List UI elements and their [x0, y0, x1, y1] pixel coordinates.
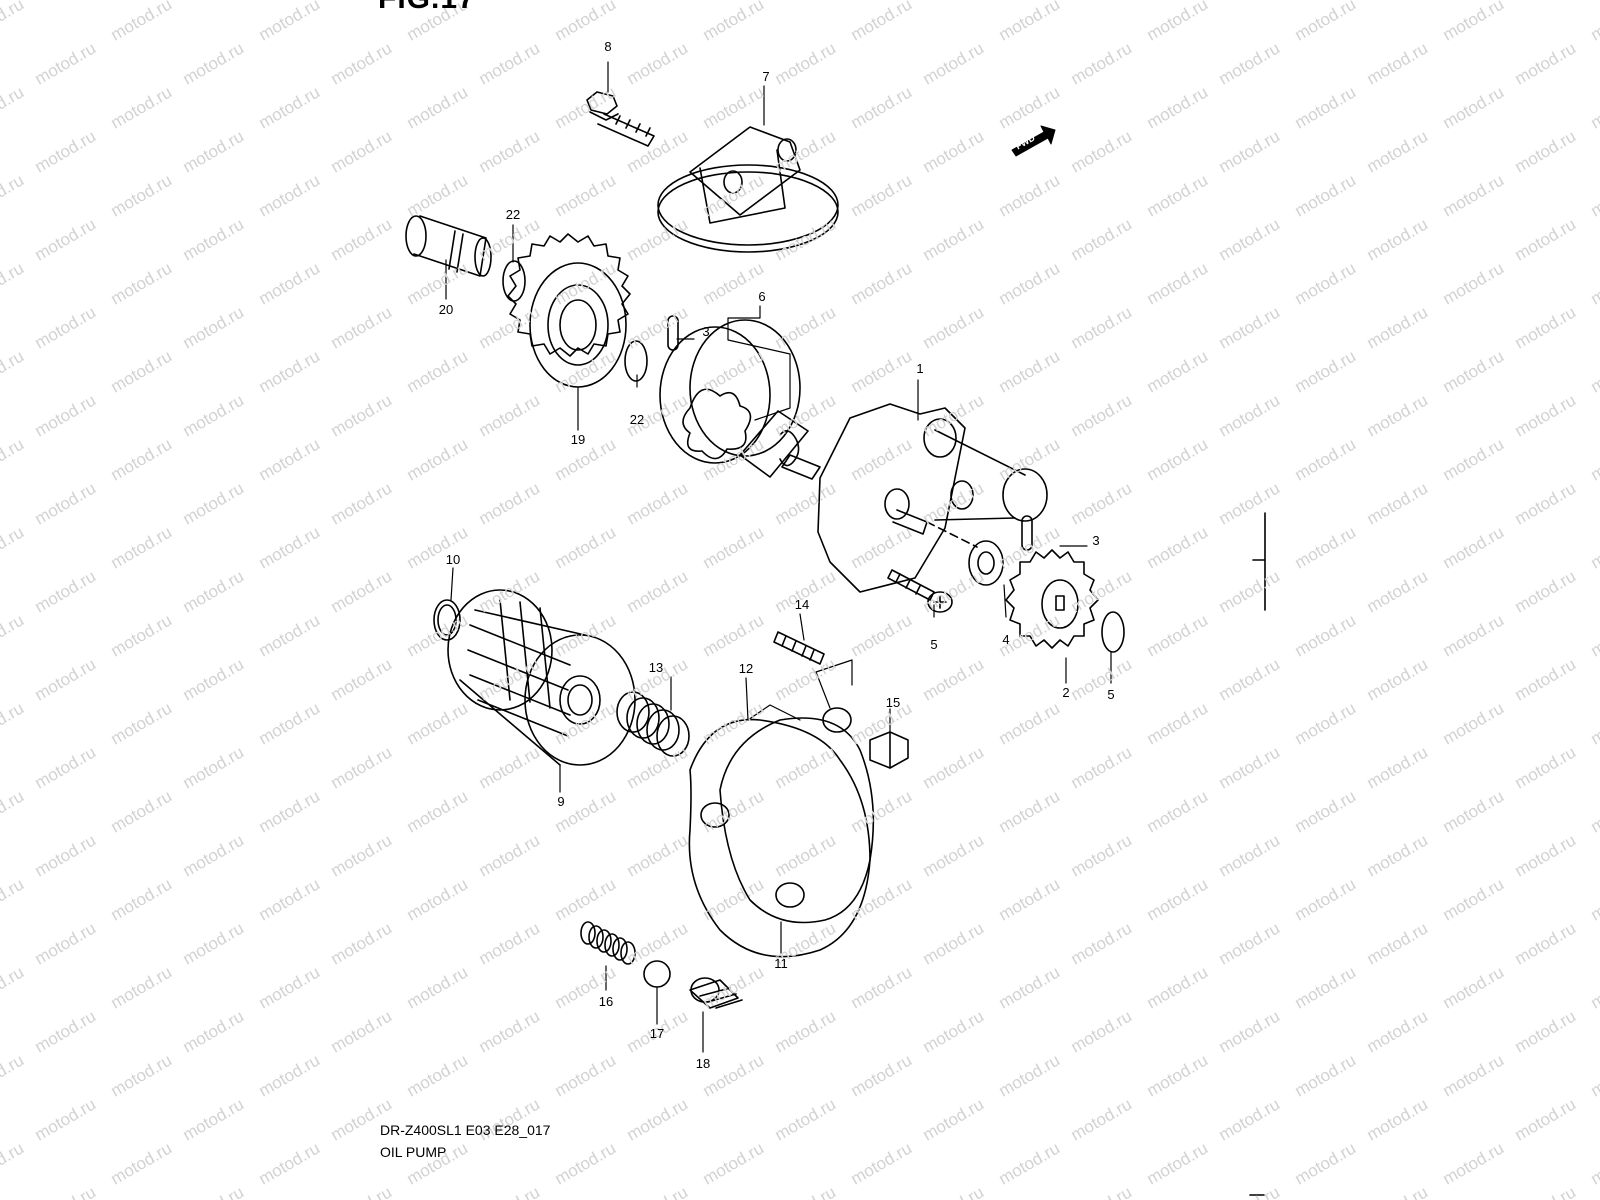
screw-drawing	[887, 569, 953, 613]
washer-drawing	[968, 540, 1004, 586]
callout-5[interactable]: 5	[1107, 687, 1115, 702]
callout-3-lower[interactable]: 3	[1092, 533, 1100, 548]
driven-gear-drawing	[507, 233, 631, 388]
cap-bolt-drawing	[586, 91, 655, 147]
plug-drawing	[689, 977, 743, 1009]
filter-cap-drawing	[657, 126, 839, 253]
figure-title: FIG.17	[378, 0, 476, 16]
oil-pump-body-drawing	[781, 403, 1048, 593]
filter-spring-drawing	[616, 691, 690, 757]
leader-lines	[445, 61, 1112, 1053]
callout-21[interactable]: 20	[438, 302, 454, 317]
callout-22-lower[interactable]: 22	[629, 412, 645, 427]
callout-13[interactable]: 12	[738, 661, 754, 676]
pump-drive-gear-small-drawing	[1005, 549, 1099, 649]
model-code-caption: DR-Z400SL1 E03 E28_017	[380, 1122, 551, 1138]
callout-20[interactable]: 19	[570, 432, 586, 447]
callout-4[interactable]: 4	[1002, 632, 1010, 647]
callout-3-upper[interactable]: 3	[702, 324, 710, 339]
dowel-pin-drawing	[667, 315, 679, 351]
rotor-set-drawing	[659, 319, 809, 478]
right-side-marker	[1249, 512, 1266, 1196]
callout-9[interactable]: 8	[604, 39, 612, 54]
filter-cover-drawing	[700, 707, 875, 924]
gear-shaft-drawing	[405, 215, 492, 277]
callout-12[interactable]: 11	[774, 956, 788, 971]
cover-gasket-drawing	[688, 718, 871, 958]
callout-22-upper[interactable]: 22	[505, 207, 521, 222]
callout-7[interactable]: 6	[758, 289, 766, 304]
circlip-small-drawing	[1101, 611, 1125, 653]
callout-14[interactable]: 13	[648, 660, 664, 675]
callout-19[interactable]: 18	[695, 1056, 711, 1071]
stud-drawing	[773, 631, 825, 665]
callout-8[interactable]: 7	[762, 69, 770, 84]
callout-18[interactable]: 17	[649, 1026, 665, 1041]
callout-17[interactable]: 16	[598, 994, 614, 1009]
oil-filter-drawing	[447, 589, 636, 766]
callout-16[interactable]: 15	[885, 695, 901, 710]
circlip-upper-drawing	[502, 260, 526, 302]
callout-10[interactable]: 9	[557, 794, 565, 809]
figure-name-caption: OIL PUMP	[380, 1144, 447, 1160]
callout-2[interactable]: 2	[1062, 685, 1070, 700]
callout-1[interactable]: 1	[916, 361, 924, 376]
circlip-lower-drawing	[624, 340, 648, 382]
callout-6[interactable]: 5	[930, 637, 938, 652]
cap-nut-drawing	[869, 731, 909, 769]
dowel-pin-lower-drawing	[1021, 515, 1033, 551]
callout-11[interactable]: 10	[445, 552, 461, 567]
o-ring-drawing	[433, 599, 461, 641]
ball-drawing	[643, 960, 671, 988]
relief-spring-drawing	[580, 921, 636, 965]
fwd-arrow-icon	[1011, 125, 1056, 157]
callout-15[interactable]: 14	[794, 597, 810, 612]
